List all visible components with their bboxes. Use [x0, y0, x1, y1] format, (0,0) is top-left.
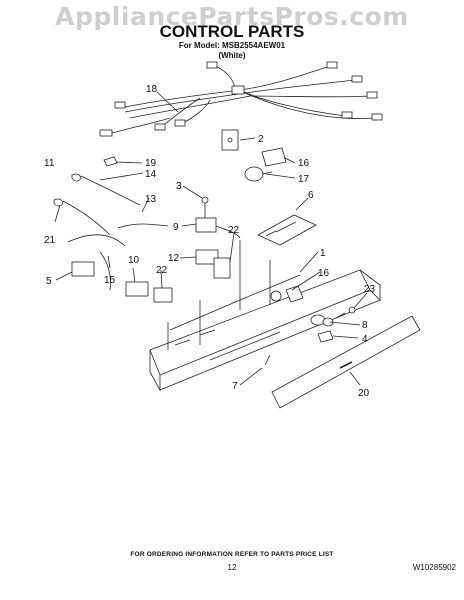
callout-5: 5: [46, 276, 52, 287]
callout-1: 1: [320, 248, 326, 259]
callout-8: 8: [362, 320, 368, 331]
callout-7: 7: [232, 381, 238, 392]
callout-22a: 22: [228, 225, 240, 236]
callout-2: 2: [258, 134, 264, 145]
callout-17: 17: [298, 174, 310, 185]
page-number: 12: [227, 563, 237, 572]
callout-3: 3: [176, 181, 182, 192]
wire-harness: [99, 61, 383, 137]
callout-16: 16: [298, 158, 310, 169]
callout-22b: 22: [156, 265, 168, 276]
callout-6: 6: [308, 190, 314, 201]
callout-10: 10: [128, 255, 140, 266]
callout-21: 21: [44, 235, 56, 246]
callout-20: 20: [358, 388, 370, 399]
callout-16b: 16: [318, 268, 330, 279]
callout-14: 14: [145, 169, 157, 180]
control-housing: [149, 240, 381, 392]
ordering-note: FOR ORDERING INFORMATION REFER TO PARTS …: [130, 551, 334, 558]
callout-9: 9: [173, 222, 179, 233]
callout-4: 4: [362, 334, 368, 345]
callout-23: 23: [364, 284, 376, 295]
callout-13: 13: [145, 194, 157, 205]
document-number: W10285902: [412, 563, 456, 572]
callout-12: 12: [168, 253, 180, 264]
callout-19: 19: [145, 158, 157, 169]
model-line: For Model: MSB2554AEW01: [178, 41, 286, 50]
callout-15: 15: [104, 275, 116, 286]
watermark: AppliancePartsPros.com: [55, 2, 409, 31]
callout-11: 11: [44, 158, 55, 169]
callout-18: 18: [146, 84, 158, 95]
color-line: (White): [218, 51, 246, 60]
page-title: CONTROL PARTS: [159, 22, 305, 41]
